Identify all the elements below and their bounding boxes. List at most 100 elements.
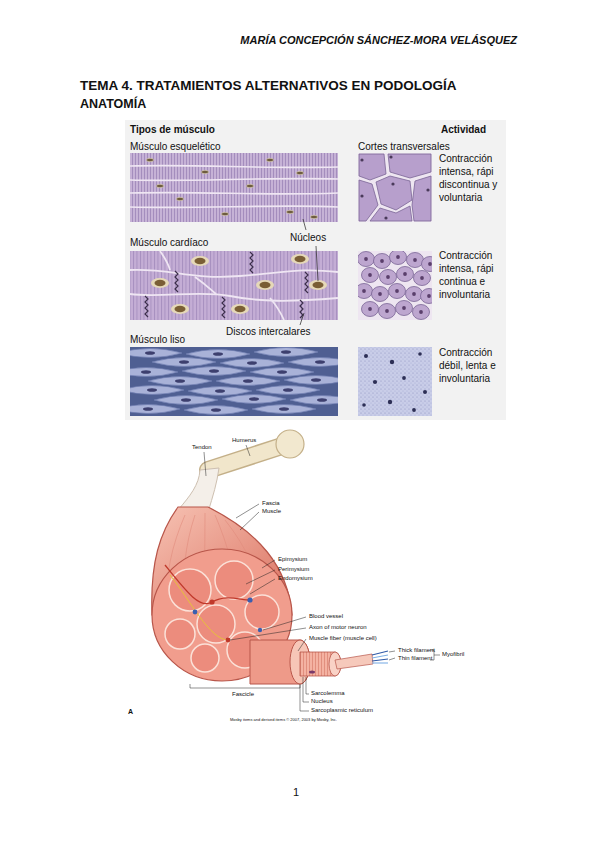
muscle-structure-illustration-part-part xyxy=(193,610,198,615)
skeletal-cross-section-part xyxy=(358,153,432,222)
cardiac-cross-section-part-part xyxy=(380,270,397,285)
leader-lines-part xyxy=(306,677,309,694)
part-label: Blood vessel xyxy=(309,613,343,620)
smooth-cross-section-part-part xyxy=(362,403,366,407)
smooth-cross-section-part-part xyxy=(402,376,406,380)
muscle-type-name: Músculo cardíaco xyxy=(130,237,208,249)
part-label: Nucleus xyxy=(311,698,333,705)
leader-lines-part xyxy=(389,658,395,660)
skeletal-muscle-strip-part xyxy=(246,184,253,187)
muscle-types-figure-part xyxy=(125,120,506,420)
skeletal-cross-section-part-part xyxy=(359,154,386,180)
copyright-note: Mosby items and derived items © 2007, 20… xyxy=(230,718,337,723)
smooth-muscle-strip-part xyxy=(130,386,184,395)
skeletal-cross-section-part-part xyxy=(376,176,412,210)
cardiac-muscle-strip-part xyxy=(130,251,338,320)
smooth-muscle-strip-part xyxy=(252,405,316,414)
muscle-structure-illustration-part xyxy=(208,446,282,470)
page-number: 1 xyxy=(293,786,299,799)
cardiac-muscle-strip-part-part xyxy=(222,297,225,318)
skeletal-muscle-strip-part xyxy=(130,153,338,222)
smooth-muscle-strip-part xyxy=(284,376,338,385)
leader-lines-part xyxy=(300,685,309,711)
muscle-structure-illustration-part xyxy=(193,597,263,642)
cardiac-cross-section-part-part xyxy=(396,301,413,316)
smooth-cross-section-part-part xyxy=(373,380,377,384)
smooth-muscle-strip-part xyxy=(216,377,280,386)
muscle-types-figure xyxy=(114,120,506,420)
skeletal-muscle-strip-part-part xyxy=(130,193,338,194)
skeletal-muscle-strip-part-part xyxy=(130,166,338,168)
skeletal-cross-section-part xyxy=(360,155,429,219)
skeletal-muscle-strip-part-part xyxy=(130,206,338,207)
smooth-muscle-strip-part xyxy=(182,367,246,376)
muscle-type-name: Músculo liso xyxy=(130,334,185,346)
cardiac-cross-section-part-part xyxy=(379,304,396,319)
muscle-structure-illustration-part-part xyxy=(209,599,214,604)
muscle-structure-illustration-part-part xyxy=(372,651,388,655)
muscle-structure-illustration xyxy=(152,430,440,711)
part-label: Sarcolemma xyxy=(311,690,345,697)
smooth-muscle-strip-part xyxy=(290,396,338,405)
smooth-muscle-strip-part xyxy=(222,395,286,404)
cardiac-muscle-strip-part-part xyxy=(270,298,284,320)
skeletal-cross-section xyxy=(358,153,432,222)
smooth-muscle-strip-part xyxy=(188,387,252,396)
page-header: MARÍA CONCEPCIÓN SÁNCHEZ-MORA VELÁSQUEZ xyxy=(0,34,517,47)
skeletal-muscle-strip-part xyxy=(221,212,228,215)
cardiac-muscle-strip-part-part xyxy=(130,294,338,301)
muscle-structure-illustration-part-part xyxy=(258,628,262,632)
callout-label: Núcleos xyxy=(290,232,326,244)
skeletal-cross-section-part-part xyxy=(391,182,394,185)
muscle-structure-illustration-part xyxy=(309,671,315,674)
leader-lines-part xyxy=(190,684,300,688)
cardiac-cross-section-part-part xyxy=(414,271,431,286)
muscle-type-name: Músculo esquelético xyxy=(130,141,221,153)
skeletal-muscle-strip xyxy=(130,153,338,222)
part-label: Perimysium xyxy=(278,566,309,573)
part-label: Axon of motor neuron xyxy=(309,624,367,631)
part-label: Muscle fiber (muscle cell) xyxy=(309,635,377,642)
leader-lines-part xyxy=(246,445,250,456)
column-heading: Actividad xyxy=(441,124,486,136)
smooth-muscle-strip xyxy=(130,347,338,416)
skeletal-muscle-strip-part-part xyxy=(130,179,338,181)
skeletal-muscle-strip-part xyxy=(296,171,303,174)
leader-lines xyxy=(190,445,440,711)
smooth-cross-section-part-part xyxy=(390,360,394,364)
figure-heading: Tipos de músculo xyxy=(130,124,215,136)
skeletal-cross-section-part-part xyxy=(360,194,363,197)
skeletal-cross-section-part-part xyxy=(370,206,412,221)
smooth-cross-section-part xyxy=(362,352,427,412)
cardiac-cross-section-part-part xyxy=(358,284,373,299)
smooth-muscle-strip-part xyxy=(154,396,218,405)
cardiac-muscle-strip-part xyxy=(145,252,308,318)
leader-lines-part xyxy=(262,560,275,568)
muscle-structure-illustration-part-part xyxy=(226,638,231,643)
part-label: Fascicle xyxy=(232,691,254,698)
skeletal-cross-section-part xyxy=(359,154,431,221)
muscle-structure-illustration-part-part xyxy=(245,595,279,629)
smooth-muscle-strip-part xyxy=(152,358,216,367)
cardiac-cross-section-part-part xyxy=(421,289,433,304)
muscle-structure-illustration-part-part xyxy=(247,597,252,602)
muscle-structure-illustration-part xyxy=(165,565,250,604)
smooth-muscle-strip-part xyxy=(256,386,320,395)
skeletal-muscle-strip-part xyxy=(310,215,317,218)
cardiac-cross-section-part-part xyxy=(407,253,424,268)
smooth-muscle-strip-part xyxy=(250,368,314,377)
skeletal-cross-section-part-part xyxy=(412,176,431,221)
muscle-structure-illustration-part xyxy=(300,652,341,676)
cardiac-muscle-strip-part xyxy=(256,280,274,290)
muscle-structure-illustration-part-part xyxy=(191,644,219,672)
part-label: Muscle xyxy=(262,508,281,515)
smooth-muscle-strip-part xyxy=(184,406,248,415)
smooth-muscle-strip-part xyxy=(130,405,180,414)
cardiac-muscle-strip-part xyxy=(191,256,209,266)
cardiac-cross-section-part-part xyxy=(358,252,375,267)
cardiac-cross-section-part-part xyxy=(422,257,433,272)
skeletal-muscle-strip-part xyxy=(146,158,153,161)
cardiac-muscle-strip-part-part xyxy=(175,271,178,292)
activity-note: Contracción intensa, rápi discontinua y … xyxy=(439,152,505,204)
cardiac-muscle-strip-part xyxy=(231,304,249,314)
